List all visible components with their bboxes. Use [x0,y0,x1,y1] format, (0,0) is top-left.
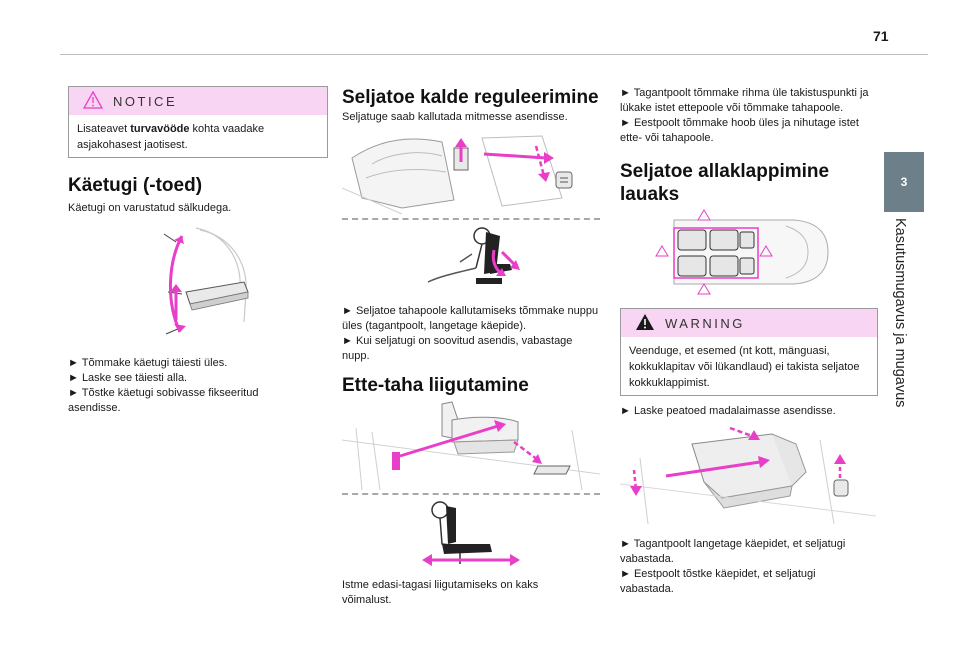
warning-text: Veenduge, et esemed (nt kott, mänguasi, … [629,345,860,389]
top-rule [60,54,928,55]
recline-divider [342,218,600,220]
warning-header: WARNING [621,309,877,337]
recline-intro: Seljatuge saab kallutada mitmesse asendi… [342,111,568,123]
chapter-tab-number: 3 [900,175,908,189]
notice-text: Lisateavet turvavööde kohta vaadake asja… [77,123,265,151]
chapter-tab[interactable]: 3 [884,152,924,212]
notice-warning-icon [83,91,103,109]
notice-bold-link: turvavööde [130,123,190,135]
page-number: 71 [873,28,889,44]
fold-illustration [620,426,876,524]
vehicle-top-view-illustration [655,209,829,295]
warning-label: WARNING [665,315,745,331]
slide-text: Istme edasi-tagasi liigutamiseks on kaks… [342,579,539,606]
warning-icon [636,314,654,330]
slide-diagram [422,501,520,566]
headrest-step: ► Laske peatoed madalaimasse asendisse. [620,405,836,417]
notice-header: NOTICE [69,87,327,115]
warning-box: WARNING Veenduge, et esemed (nt kott, mä… [620,308,878,396]
armrest-title: Käetugi (-toed) [68,175,203,196]
recline-title: Seljatoe kalde reguleerimine [342,87,599,108]
armrest-step-2: ► Laske see täiesti alla. [68,372,188,384]
fold-step-front: ► Eestpoolt tõstke käepidet, et seljatug… [620,568,816,595]
recline-rear-illustration [342,135,573,215]
notice-box: NOTICE Lisateavet turvavööde kohta vaada… [68,86,328,158]
fold-title: Seljatoe allaklappimine lauaks [620,161,830,205]
slide-title: Ette-taha liigutamine [342,375,529,396]
chapter-side-title: Kasutusmugavus ja mugavus [892,218,908,408]
slide-rear-illustration [342,401,600,490]
notice-label: NOTICE [113,93,178,109]
armrest-step-3: ► Tõstke käetugi sobivasse fikseeritud a… [68,387,259,414]
armrest-illustration [163,227,249,335]
fold-step-rear: ► Tagantpoolt langetage käepidet, et sel… [620,538,846,565]
slide-divider [342,493,600,495]
recline-step-1: ► Seljatoe tahapoole kallutamiseks tõmma… [342,305,599,332]
armrest-intro: Käetugi on varustatud sälkudega. [68,202,232,214]
recline-diagram [427,227,520,284]
armrest-step-1: ► Tõmmake käetugi täiesti üles. [68,357,228,369]
slide-step-front: ► Eestpoolt tõmmake hoob üles ja nihutag… [620,117,859,144]
recline-step-2: ► Kui seljatugi on soovitud asendis, vab… [342,335,573,362]
slide-step-rear: ► Tagantpoolt tõmmake rihma üle takistus… [620,87,869,114]
